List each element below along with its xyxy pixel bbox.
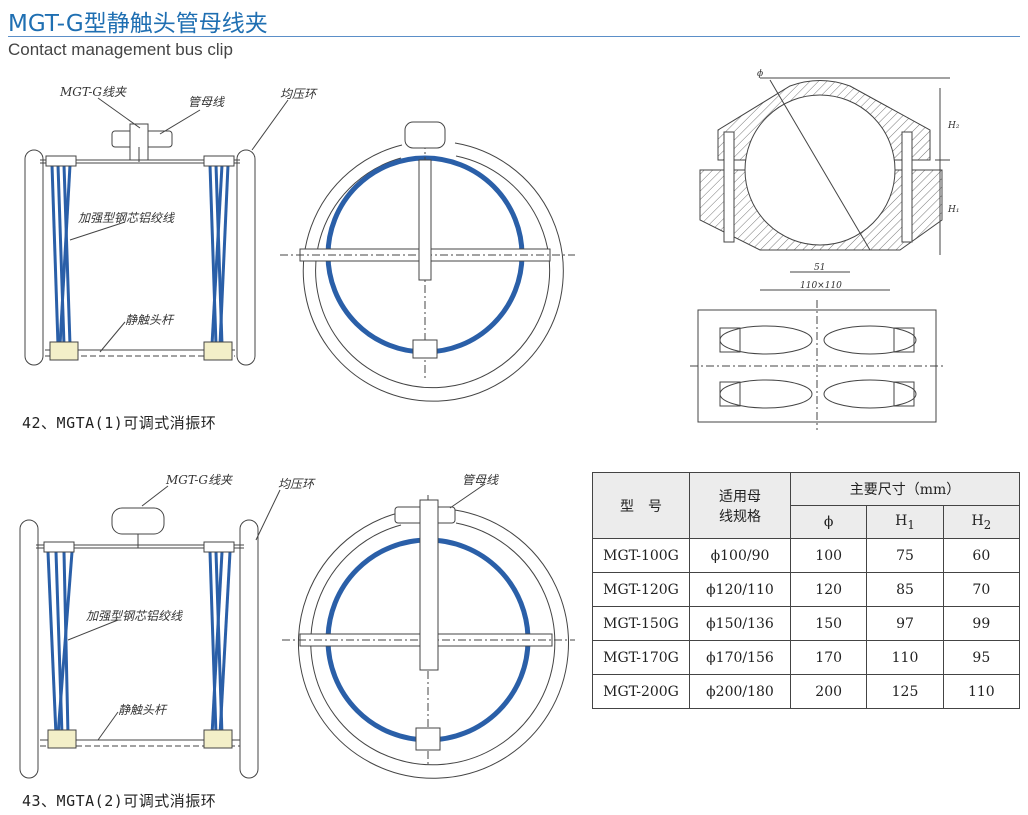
cell-h1: 85 — [866, 572, 944, 607]
cell-h2: 110 — [942, 674, 1021, 709]
table-row: MGT-150G ϕ150/136 150 97 99 — [592, 606, 1021, 641]
cell-h2: 70 — [942, 572, 1021, 607]
col-phi-header: ϕ — [789, 505, 868, 539]
cell-bus: ϕ150/136 — [689, 606, 791, 641]
cell-phi: 150 — [789, 606, 868, 641]
fig2-side-view — [19, 485, 281, 779]
fig2-label-ring: 均压环 — [278, 477, 316, 491]
title-divider — [8, 36, 1020, 37]
dim-h2: H₂ — [947, 121, 960, 131]
col-h2-sub: 2 — [983, 517, 992, 532]
cell-bus: ϕ170/156 — [689, 640, 791, 675]
fig2-label-wire: 加强型钢芯铝绞线 — [86, 609, 183, 623]
dim-51: 51 — [814, 263, 825, 273]
dim-h1: H₁ — [947, 205, 959, 215]
clip-section-view — [690, 77, 950, 430]
fig2-label-bus: 管母线 — [462, 473, 499, 487]
fig2-caption: 43、MGTA(2)可调式消振环 — [22, 792, 217, 810]
fig1-plan-view — [280, 121, 575, 402]
fig1-label-rod: 静触头杆 — [125, 313, 175, 327]
cell-bus: ϕ120/110 — [689, 572, 791, 607]
dim-110x110: 110×110 — [800, 281, 842, 291]
fig1-label-clip: MGT-G线夹 — [59, 85, 127, 99]
col-model-header: 型 号 — [592, 472, 690, 539]
cell-bus: ϕ100/90 — [689, 538, 791, 573]
cell-h2: 95 — [942, 640, 1021, 675]
fig1-label-wire: 加强型钢芯铝绞线 — [78, 211, 175, 225]
table-row: MGT-100G ϕ100/90 100 75 60 — [592, 538, 1021, 573]
cell-h2: 99 — [942, 606, 1021, 641]
cell-model: MGT-170G — [592, 640, 690, 675]
cell-phi: 200 — [789, 674, 868, 709]
fig1-label-ring: 均压环 — [280, 87, 318, 101]
fig2-label-clip: MGT-G线夹 — [165, 473, 233, 487]
cell-model: MGT-150G — [592, 606, 690, 641]
cell-h1: 97 — [866, 606, 944, 641]
cell-phi: 100 — [789, 538, 868, 573]
cell-h1: 110 — [866, 640, 944, 675]
fig1-label-bus: 管母线 — [188, 95, 225, 109]
cell-h1: 75 — [866, 538, 944, 573]
table-row: MGT-170G ϕ170/156 170 110 95 — [592, 640, 1021, 675]
col-h1-letter: H — [895, 512, 908, 529]
col-h2-header: H2 — [942, 505, 1021, 539]
cell-phi: 120 — [789, 572, 868, 607]
page-title: MGT-G型静触头管母线夹 — [8, 11, 268, 37]
col-h1-sub: 1 — [907, 517, 915, 532]
col-bus-header-line1: 适用母 — [719, 488, 761, 505]
cell-phi: 170 — [789, 640, 868, 675]
col-h1-header: H1 — [866, 505, 944, 539]
col-bus-header: 适用母 线规格 — [689, 472, 791, 539]
col-h2-letter: H — [971, 512, 984, 529]
fig2-plan-view — [282, 483, 575, 779]
table-row: MGT-120G ϕ120/110 120 85 70 — [592, 572, 1021, 607]
page-subtitle: Contact management bus clip — [8, 40, 233, 59]
fig1-side-view — [24, 97, 289, 366]
col-main-header: 主要尺寸（mm） — [790, 472, 1020, 506]
cell-model: MGT-100G — [592, 538, 690, 573]
fig2-label-rod: 静触头杆 — [118, 703, 168, 717]
cell-model: MGT-120G — [592, 572, 690, 607]
cell-h2: 60 — [942, 538, 1021, 573]
cell-model: MGT-200G — [592, 674, 690, 709]
cell-bus: ϕ200/180 — [689, 674, 791, 709]
table-row: MGT-200G ϕ200/180 200 125 110 — [592, 674, 1021, 709]
spec-table: 型 号 适用母 线规格 主要尺寸（mm） ϕ H1 H2 MGT-100G ϕ1… — [592, 472, 1021, 709]
dim-phi: ϕ — [757, 69, 763, 79]
fig1-caption: 42、MGTA(1)可调式消振环 — [22, 414, 217, 432]
cell-h1: 125 — [866, 674, 944, 709]
col-bus-header-line2: 线规格 — [719, 508, 761, 525]
